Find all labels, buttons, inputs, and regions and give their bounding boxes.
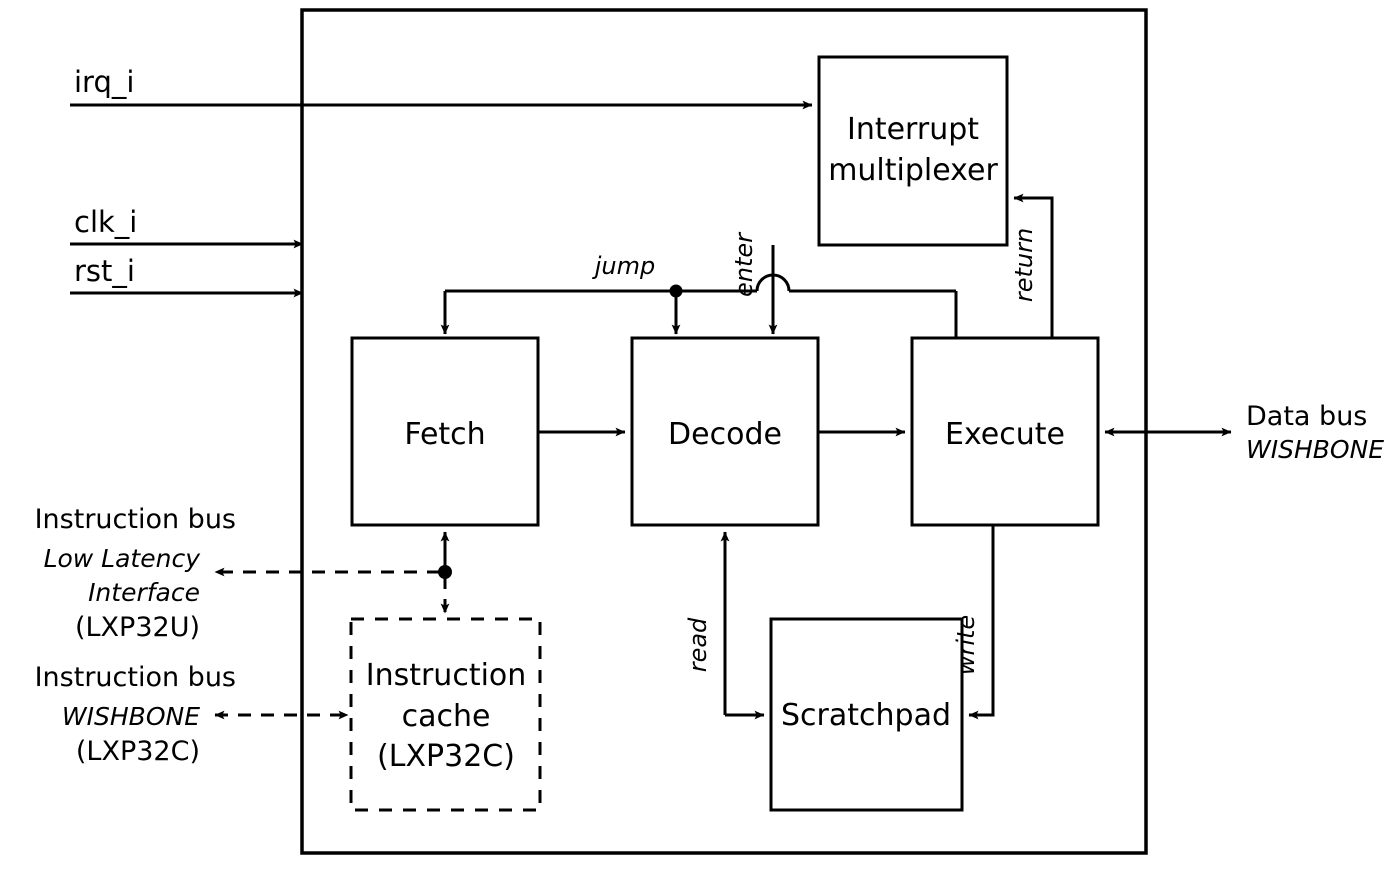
block-instruction-cache-label-2: cache [402, 699, 491, 734]
block-execute [910, 336, 1100, 527]
block-interrupt-multiplexer [817, 55, 1009, 247]
junction-dot-instruction-bus [438, 565, 452, 579]
wire-return [1013, 193, 1054, 338]
block-instruction-cache-label-1: Instruction [366, 658, 527, 693]
block-execute-label: Execute [945, 417, 1065, 452]
label-rst: rst_i [74, 254, 135, 288]
label-data-bus-line1: Data bus [1246, 401, 1367, 432]
block-instruction-cache [349, 617, 542, 812]
block-decode-label: Decode [668, 417, 782, 452]
label-write: write [952, 615, 980, 675]
label-irq: irq_i [74, 65, 134, 99]
block-decode [630, 336, 820, 527]
label-enter: enter [730, 231, 758, 297]
label-jump: jump [592, 252, 656, 280]
wire-write [968, 525, 995, 720]
label-instruction-bus-wb-line1: Instruction bus [35, 662, 236, 693]
block-interrupt-multiplexer-label-1: Interrupt [847, 112, 979, 147]
label-instruction-bus-lli-line4: (LXP32U) [75, 612, 200, 643]
label-instruction-bus-wb-line3: (LXP32C) [76, 736, 200, 767]
block-interrupt-multiplexer-label-2: multiplexer [828, 153, 998, 188]
junction-dot-jump [669, 284, 683, 298]
label-return: return [1010, 228, 1038, 302]
label-instruction-bus-wb-line2: WISHBONE [62, 702, 200, 731]
block-fetch-label: Fetch [404, 417, 485, 452]
label-read: read [684, 617, 712, 672]
label-instruction-bus-lli-line2: Low Latency [44, 544, 202, 573]
label-clk: clk_i [74, 205, 137, 239]
block-scratchpad [769, 617, 964, 812]
block-fetch [350, 336, 540, 527]
block-instruction-cache-label-3: (LXP32C) [377, 739, 515, 774]
label-data-bus-line2: WISHBONE [1246, 435, 1384, 464]
label-instruction-bus-lli-line1: Instruction bus [35, 504, 236, 535]
block-scratchpad-label: Scratchpad [781, 698, 951, 733]
label-instruction-bus-lli-line3: Interface [88, 578, 200, 607]
